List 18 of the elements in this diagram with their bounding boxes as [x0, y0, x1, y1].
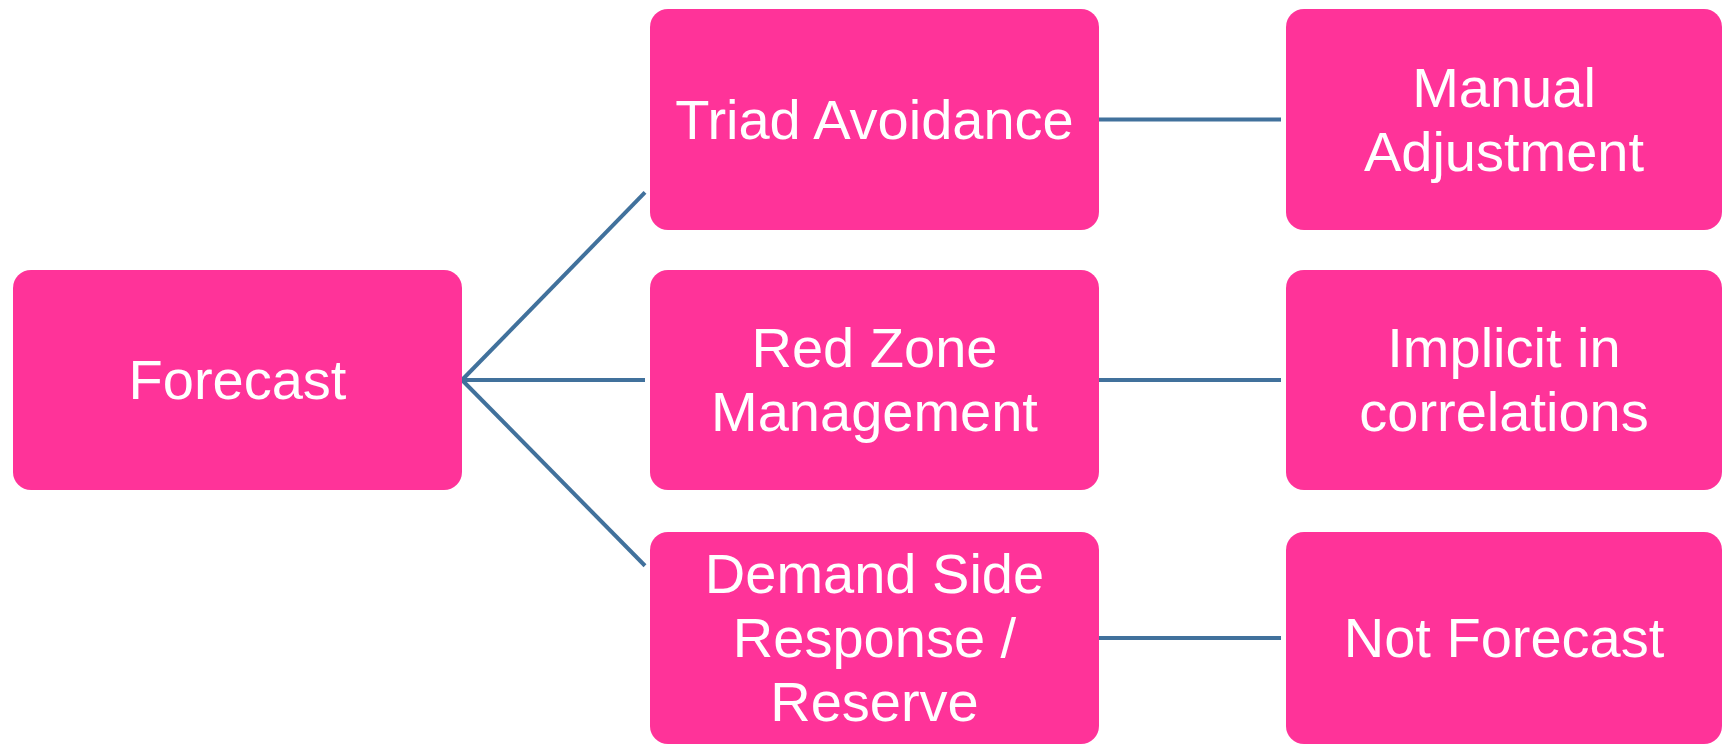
box-label: Manual Adjustment: [1362, 55, 1646, 184]
process-box: [650, 270, 1099, 490]
box-label: Not Forecast: [1343, 606, 1665, 670]
connector-line: [1099, 117, 1281, 122]
process-box: [13, 270, 462, 490]
box-label: Triad Avoidance: [675, 87, 1074, 152]
box-label: Demand Side Response / Reserve: [703, 542, 1046, 734]
box-label: Implicit in correlations: [1358, 316, 1650, 444]
connector-line: [462, 378, 645, 382]
process-box: [650, 532, 1099, 744]
connector-line: [1099, 378, 1281, 382]
connector-line: [1099, 636, 1281, 640]
box-label: Forecast: [128, 348, 347, 412]
process-box: [650, 9, 1099, 230]
box-label: Red Zone Management: [710, 316, 1039, 444]
process-box: [1286, 9, 1722, 230]
process-box: [1286, 532, 1722, 744]
process-box: [1286, 270, 1722, 490]
